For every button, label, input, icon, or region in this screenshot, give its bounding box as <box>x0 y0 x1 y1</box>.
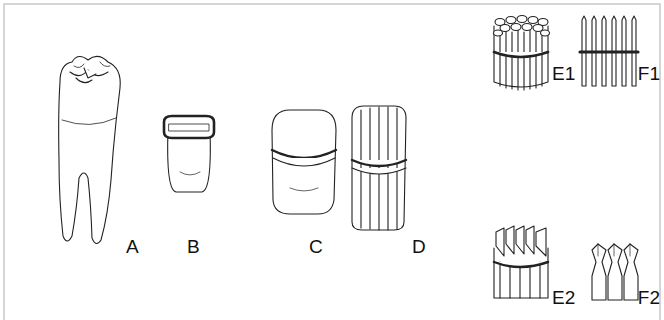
frame <box>4 4 660 320</box>
figure-letter: E1 <box>552 64 575 83</box>
keyhole-blocks <box>494 226 548 298</box>
enamel-block <box>272 110 336 214</box>
enamel-cap <box>164 116 214 192</box>
tooth-drawing <box>59 56 121 243</box>
figure-letter: F1 <box>638 64 660 83</box>
rods <box>580 16 638 86</box>
figure-letter: A <box>126 237 139 256</box>
figure-letter: C <box>309 237 323 256</box>
figure-letter: B <box>187 237 200 256</box>
hourglass-prisms <box>592 244 638 300</box>
figure-letter: D <box>412 237 426 256</box>
figure-letter: E2 <box>552 288 575 307</box>
prism-block <box>352 106 406 230</box>
rod-bundle <box>494 16 550 91</box>
figure-letter: F2 <box>638 288 660 307</box>
